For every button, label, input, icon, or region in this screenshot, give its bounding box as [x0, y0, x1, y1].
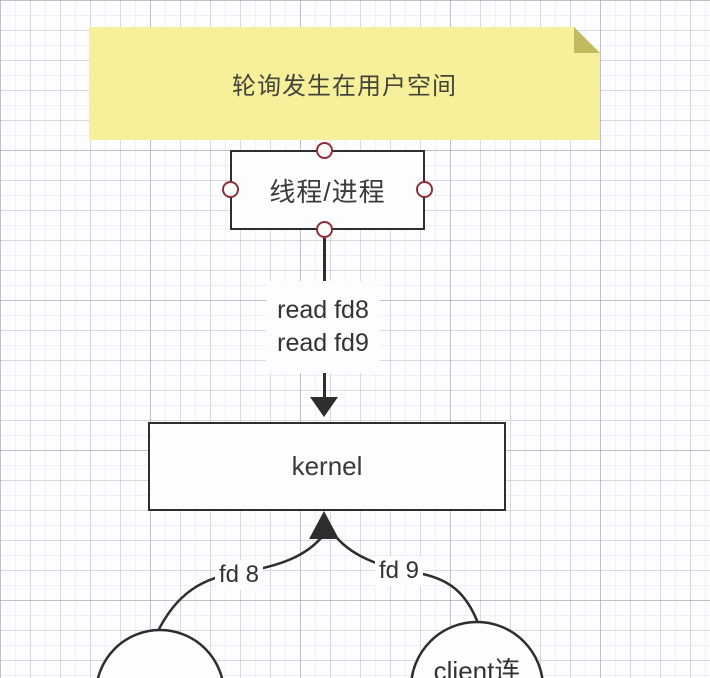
node-kernel-label: kernel: [291, 451, 363, 481]
connection-handle-right-icon[interactable]: [415, 180, 433, 198]
edge-fd9-label: fd 9: [375, 556, 424, 586]
sticky-note[interactable]: 轮询发生在用户空间: [89, 27, 600, 140]
connection-handle-left-icon[interactable]: [221, 180, 239, 198]
connection-handle-bottom-icon[interactable]: [315, 220, 333, 238]
edge-read-line-upper: [322, 238, 326, 281]
arrowhead-down-icon: [310, 397, 338, 417]
arrowhead-up-icon: [309, 511, 339, 539]
edge-read-label-line1: read fd8: [277, 296, 369, 324]
edge-fd9-label-text: fd 9: [379, 557, 420, 584]
connection-handle-top-icon[interactable]: [315, 141, 333, 159]
node-client-right-label: client连: [407, 651, 547, 678]
node-thread-process-label: 线程/进程: [269, 176, 386, 207]
node-kernel[interactable]: kernel: [148, 422, 506, 511]
edge-read-label-line2: read fd9: [277, 329, 369, 357]
sticky-note-text: 轮询发生在用户空间: [232, 73, 457, 100]
node-client-right-label-text: client连: [433, 656, 521, 678]
node-client-left[interactable]: [96, 628, 224, 678]
edge-read-line-lower: [322, 373, 326, 398]
edge-fd8-label-text: fd 8: [219, 561, 260, 588]
node-client-right[interactable]: [410, 620, 544, 678]
edge-read-label: read fd8 read fd9: [266, 281, 380, 373]
edge-fd8-label: fd 8: [215, 560, 264, 590]
